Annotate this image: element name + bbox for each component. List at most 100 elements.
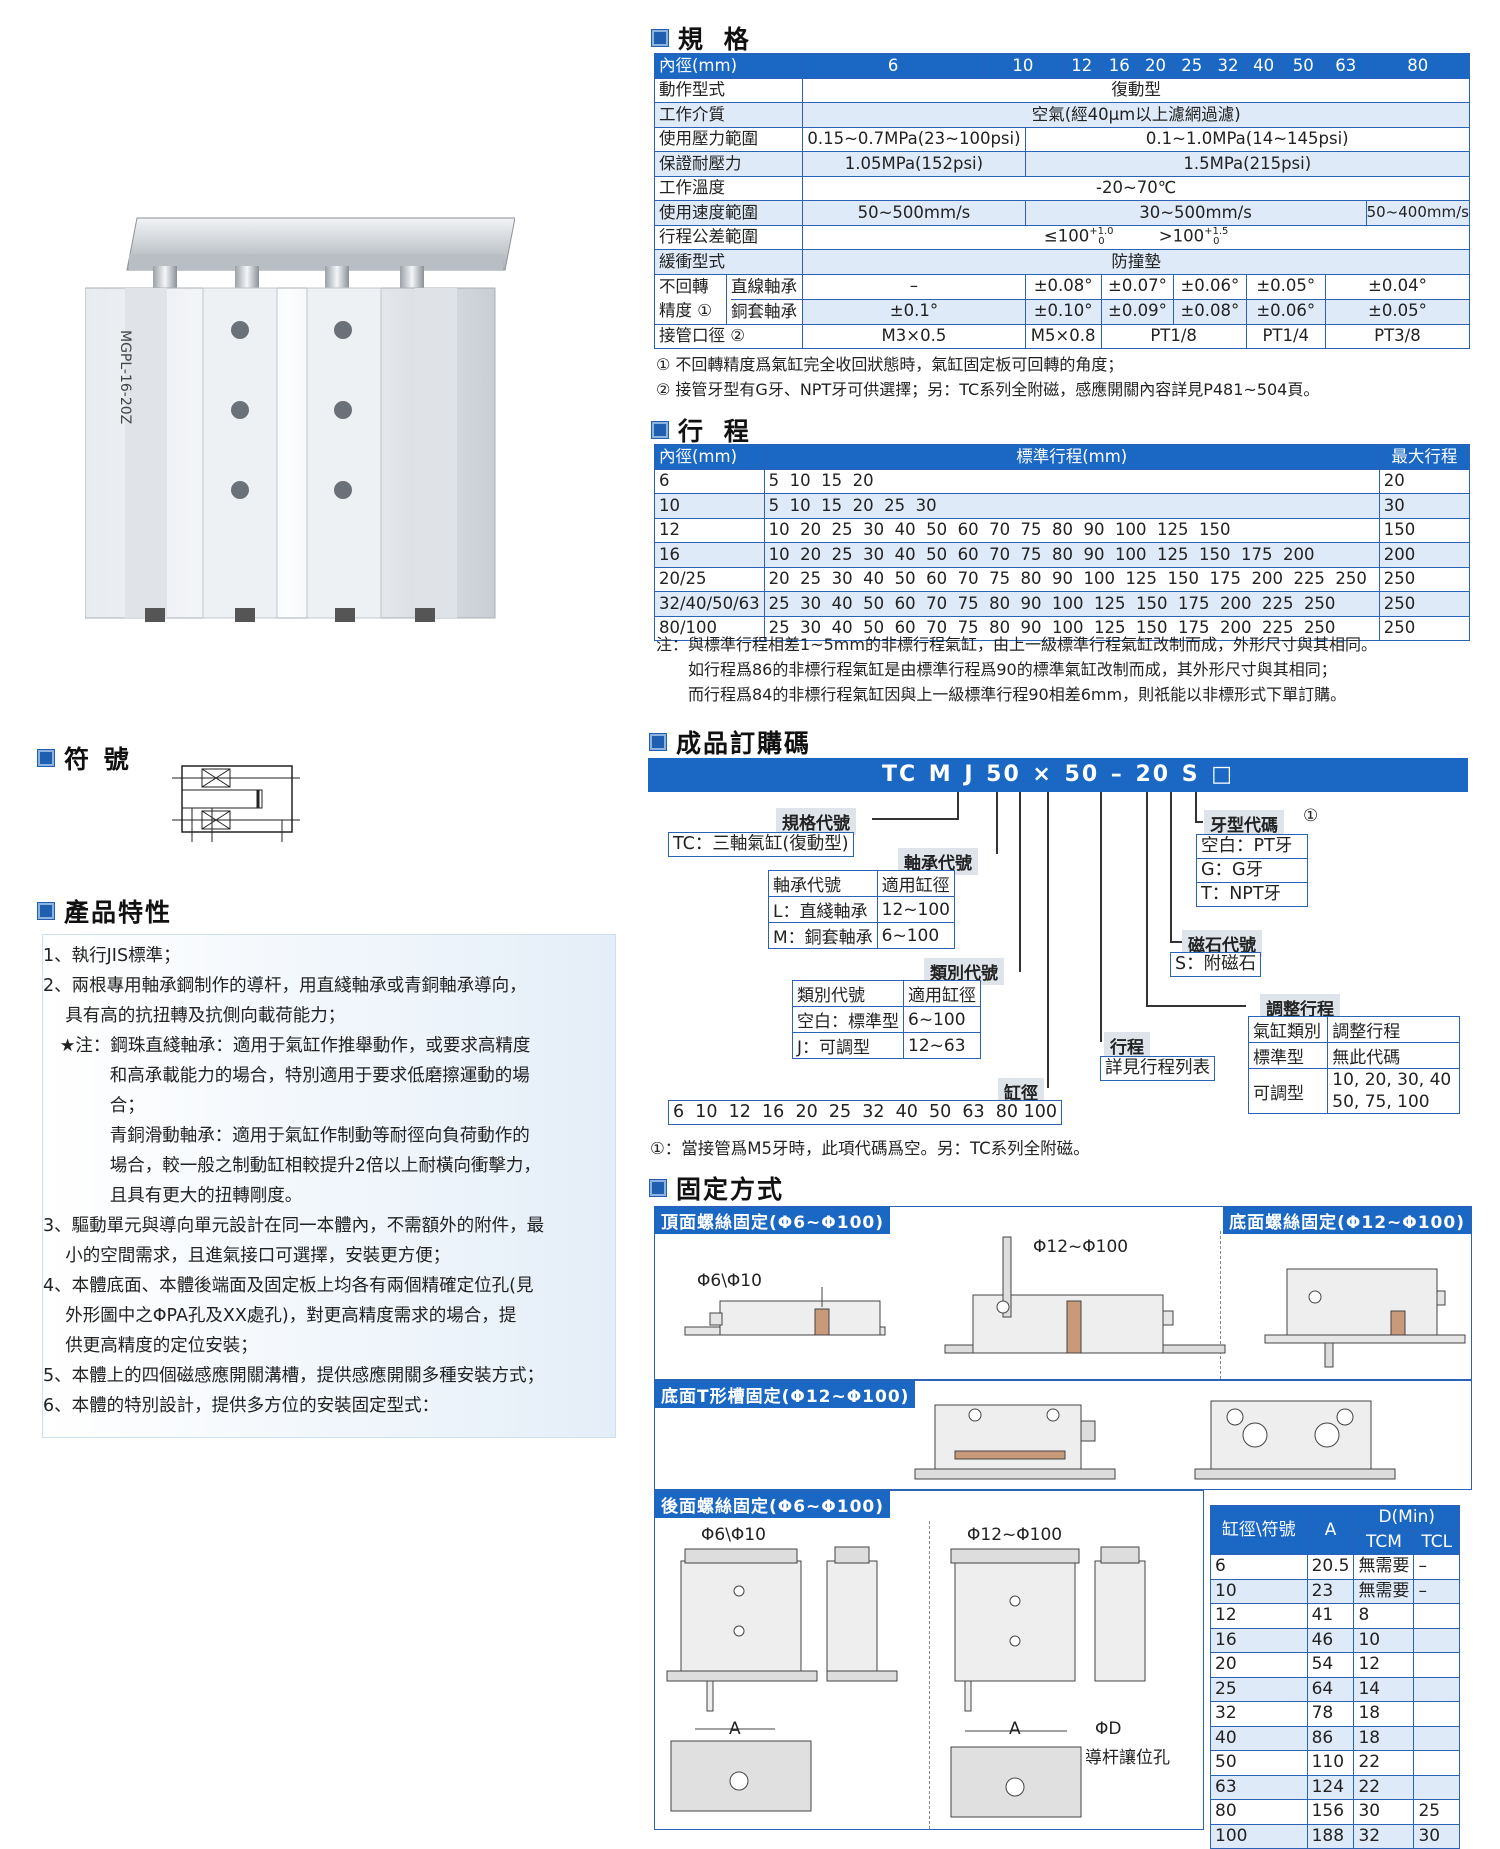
- cell: 200: [1378, 542, 1471, 568]
- cell: PT3/8: [1324, 323, 1471, 349]
- bullet-icon: [650, 734, 666, 750]
- cell: L：直綫軸承: [768, 896, 878, 923]
- mount-tslot-label: 底面T形槽固定(Φ12~Φ100): [655, 1381, 916, 1408]
- cell: 50~500mm/s: [802, 200, 1026, 226]
- cell: 250: [1378, 591, 1471, 617]
- cell: 6: [654, 468, 765, 494]
- feature-line: 2、兩根專用軸承鋼制作的導杆，用直綫軸承或青銅軸承導向，: [43, 976, 527, 996]
- tol-lower: 0: [1213, 236, 1220, 248]
- row-label: 接管口徑 ②: [653, 323, 804, 349]
- cell: 64: [1306, 1676, 1355, 1702]
- cell: 40: [1210, 1725, 1308, 1751]
- cell: M：銅套軸承: [768, 922, 878, 949]
- cell: 156: [1306, 1799, 1355, 1825]
- cell: ±0.08°: [1024, 273, 1102, 300]
- note-line: 而行程爲84的非標行程氣缸因與上一級標準行程90相差6mm，則祇能以非標形式下單…: [688, 685, 1347, 704]
- cell: 1.05MPa(152psi): [802, 151, 1026, 177]
- cell: [1413, 1652, 1460, 1678]
- cell: 10 20 25 30 40 50 60 70 75 80 90 100 125…: [763, 542, 1380, 568]
- cell: 6~100: [876, 922, 956, 949]
- note-line: 注：與標準行程相差1~5mm的非標行程氣缸，由上一級標準行程氣缸改制而成，外形尺…: [656, 635, 1377, 654]
- cell: ±0.08°: [1173, 298, 1247, 325]
- dimension-a: A: [1009, 1719, 1021, 1739]
- header-cell: 6: [802, 53, 984, 79]
- feature-line: 3、驅動單元與導向單元設計在同一本體內，不需額外的附件，最: [43, 1216, 545, 1236]
- cell: 適用缸徑: [903, 980, 981, 1007]
- cell: [1413, 1676, 1460, 1702]
- feature-line: 具有高的抗扭轉及抗側向載荷能力；: [43, 1006, 346, 1026]
- bullet-icon: [652, 422, 668, 438]
- cell: ±0.05°: [1245, 273, 1326, 300]
- divider: [1220, 1231, 1221, 1379]
- cell: 80/100: [654, 615, 765, 641]
- row-label: 工作介質: [653, 102, 804, 128]
- cell: 250: [1378, 566, 1471, 592]
- stroke-title: 行 程: [652, 412, 755, 448]
- mount-tslot-panel: 底面T形槽固定(Φ12~Φ100): [654, 1380, 1472, 1490]
- bore-range-label: Φ6\Φ10: [697, 1271, 762, 1291]
- phi-d-label: ΦD: [1095, 1719, 1122, 1739]
- spec-header-row: 內徑(mm) 6 10 12 16 20 25 32 40 50 63 80: [653, 53, 1471, 79]
- cell: 20/25: [654, 566, 765, 592]
- cell: 12: [654, 517, 765, 543]
- option: T：NPT牙: [1201, 884, 1282, 904]
- cell: [1413, 1603, 1460, 1629]
- cell: 100: [1210, 1823, 1308, 1849]
- feature-line: 青銅滑動軸承：適用于氣缸作制動等耐徑向負荷動作的: [43, 1126, 530, 1146]
- nonrot-label-cell: 不回轉精度 ① 直線軸承銅套軸承: [653, 273, 804, 325]
- cell: M3×0.5: [802, 323, 1026, 349]
- spec-title: 規 格: [652, 20, 755, 56]
- cell: 可調型: [1247, 1068, 1329, 1114]
- row-label: 不回轉: [659, 276, 709, 296]
- cell: 標準型: [1247, 1042, 1329, 1069]
- header-cell: TCL: [1413, 1529, 1460, 1555]
- tol-upper: +1.0: [1089, 226, 1114, 238]
- cell: 78: [1306, 1701, 1355, 1727]
- cell: 188: [1306, 1823, 1355, 1849]
- cell: PT1/8: [1100, 323, 1247, 349]
- header-cell: D(Min): [1353, 1505, 1460, 1531]
- cell: 適用缸徑: [876, 870, 956, 897]
- cell: 20.5: [1306, 1554, 1355, 1580]
- cell: 5 10 15 20 25 30: [763, 493, 1380, 519]
- cell: 30: [1378, 493, 1471, 519]
- cell: 10, 20, 30, 40 50, 75, 100: [1327, 1068, 1460, 1114]
- spec-row: 動作型式復動型: [653, 77, 1470, 103]
- cell: 12~63: [903, 1032, 981, 1059]
- row-label: 保證耐壓力: [653, 151, 804, 177]
- cell: 30: [1413, 1823, 1460, 1849]
- header-cell: 10: [982, 53, 1063, 79]
- option: G：G牙: [1197, 859, 1307, 883]
- cell: 8: [1353, 1603, 1415, 1629]
- note-line: ② 接管牙型有G牙、NPT牙可供選擇；另：TC系列全附磁，感應開關內容詳見P48…: [656, 380, 1320, 399]
- row-label: 使用速度範圍: [653, 200, 804, 226]
- mount-bottom-label: 底面螺絲固定(Φ12~Φ100): [1223, 1207, 1471, 1234]
- cell: ±0.07°: [1100, 273, 1175, 300]
- cell: 6: [1210, 1554, 1308, 1580]
- thread-label: 牙型代碼: [1204, 810, 1284, 837]
- header-cell: 內徑(mm): [654, 444, 765, 470]
- row-label: 精度 ①: [659, 300, 713, 320]
- bullet-icon: [38, 903, 54, 919]
- spec-table: 內徑(mm) 6 10 12 16 20 25 32 40 50 63 80 動…: [653, 53, 1471, 349]
- cell: 32: [1353, 1823, 1415, 1849]
- model-mark: MGPL-16-20Z: [117, 330, 133, 424]
- bullet-icon: [38, 750, 54, 766]
- cell: 54: [1306, 1652, 1355, 1678]
- feature-line: 和高承載能力的場合，特別適用于要求低磨擦運動的場: [43, 1066, 530, 1086]
- cell: 20 25 30 40 50 60 70 75 80 90 100 125 15…: [763, 566, 1380, 592]
- cell: 氣缸類別: [1247, 1016, 1329, 1043]
- cell: 46: [1306, 1627, 1355, 1653]
- cell: 12~100: [876, 896, 956, 923]
- cell: 無需要: [1353, 1578, 1415, 1604]
- cell: 25: [1210, 1676, 1308, 1702]
- cell: –: [1413, 1554, 1460, 1580]
